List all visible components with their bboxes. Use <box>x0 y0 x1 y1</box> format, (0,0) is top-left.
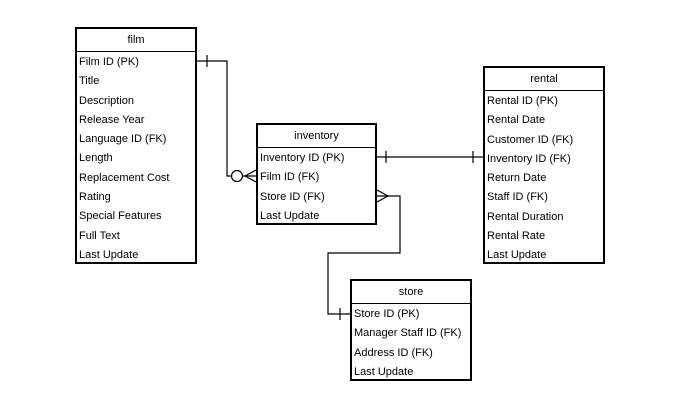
crowfoot-marker <box>376 189 389 203</box>
attribute-row[interactable]: Store ID (PK) <box>354 308 420 320</box>
zero-marker <box>230 169 244 183</box>
attribute-row[interactable]: Film ID (FK) <box>260 171 320 184</box>
crowfoot-marker <box>244 169 257 183</box>
attribute-row[interactable]: Manager Staff ID (FK) <box>354 327 462 340</box>
attribute-row[interactable]: Rental ID (PK) <box>487 95 558 107</box>
entity-title: film <box>77 29 195 52</box>
attribute-row[interactable]: Last Update <box>79 248 139 261</box>
attribute-row[interactable]: Film ID (PK) <box>79 56 139 68</box>
entity-title: rental <box>485 68 603 91</box>
store-entity[interactable]: store Store ID (PK) Manager Staff ID (FK)… <box>350 279 472 381</box>
attribute-row[interactable]: Inventory ID (PK) <box>260 152 345 164</box>
attribute-row[interactable]: Release Year <box>79 113 145 126</box>
attribute-row[interactable]: Return Date <box>487 172 547 185</box>
attribute-row[interactable]: Description <box>79 94 135 107</box>
attribute-row[interactable]: Customer ID (FK) <box>487 133 574 146</box>
attribute-row[interactable]: Store ID (FK) <box>260 190 325 203</box>
attribute-row[interactable]: Length <box>79 152 113 165</box>
attribute-list: Inventory ID (PK) Film ID (FK) Store ID (F… <box>258 148 375 226</box>
attribute-row[interactable]: Staff ID (FK) <box>487 191 548 204</box>
attribute-list: Store ID (PK) Manager Staff ID (FK) Addres… <box>352 304 470 382</box>
attribute-row[interactable]: Last Update <box>260 209 320 222</box>
attribute-row[interactable]: Last Update <box>487 249 547 262</box>
entity-title: store <box>352 281 470 304</box>
connector-film-inventory <box>197 60 256 177</box>
attribute-row[interactable]: Rating <box>79 191 111 204</box>
connector-store-inventory <box>327 195 401 315</box>
attribute-row[interactable]: Rental Rate <box>487 230 546 243</box>
attribute-row[interactable]: Inventory ID (FK) <box>487 152 571 165</box>
inventory-entity[interactable]: inventory Inventory ID (PK) Film ID (FK) S… <box>256 123 377 225</box>
attribute-row[interactable]: Rental Date <box>487 114 546 127</box>
attribute-row[interactable]: Special Features <box>79 210 162 223</box>
attribute-row[interactable]: Replacement Cost <box>79 171 170 184</box>
attribute-row[interactable]: Full Text <box>79 229 120 242</box>
attribute-row[interactable]: Title <box>79 75 100 88</box>
entity-title: inventory <box>258 125 375 148</box>
attribute-row[interactable]: Rental Duration <box>487 210 564 223</box>
attribute-row[interactable]: Last Update <box>354 365 414 378</box>
attribute-row[interactable]: Language ID (FK) <box>79 133 167 146</box>
attribute-row[interactable]: Address ID (FK) <box>354 346 433 359</box>
